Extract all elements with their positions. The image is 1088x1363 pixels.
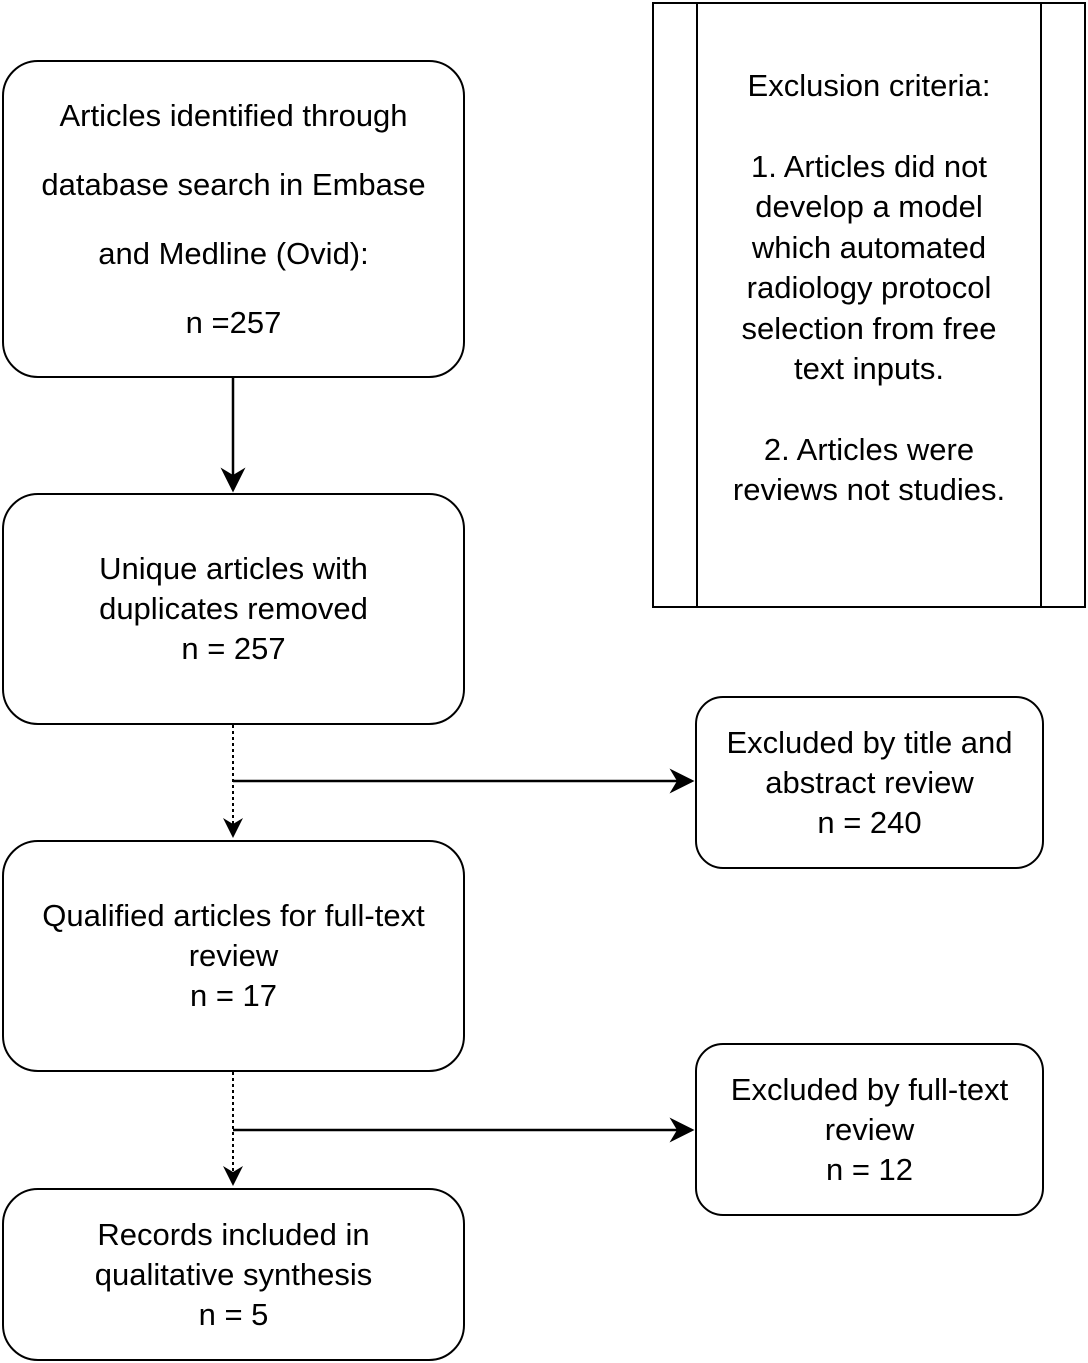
criteria-title: Exclusion criteria: [747,68,991,103]
text-line: 2. Articles were [763,431,975,467]
text-line: which automated [751,229,987,265]
box-identified: Articles identified through database sea… [2,60,465,378]
box-qualified: Qualified articles for full-text review … [2,840,465,1072]
text-line: database search in Embase [41,167,426,202]
text-line: 1. Articles did not [750,148,988,184]
text-line: Excluded by full-text [730,1071,1009,1107]
text-line: and Medline (Ovid): [98,236,369,271]
box-unique: Unique articles with duplicates removed … [2,493,465,725]
text-line: n = 240 [817,804,922,840]
text-line: review [188,938,279,973]
text-line: duplicates removed [99,591,368,626]
text-line: text inputs. [794,351,944,386]
text-line: selection from free [741,310,997,346]
text-line: develop a model [755,189,983,224]
text-line: review [824,1111,915,1147]
text-line: Articles identified through [59,98,408,133]
box-excluded-full: Excluded by full-text review n = 12 [695,1043,1044,1216]
text-line: n = 5 [198,1296,269,1332]
text-line: Qualified articles for full-text [42,898,425,933]
text-line: reviews not studies. [732,472,1006,507]
text-line: n = 17 [189,978,278,1013]
text-line: n = 257 [181,631,286,666]
text-line: qualitative synthesis [94,1256,373,1292]
text-line: abstract review [765,764,974,800]
text-line: radiology protocol [746,270,992,305]
text-line: Excluded by title and [726,724,1013,760]
box-included: Records included in qualitative synthesi… [2,1188,465,1361]
text-line: n = 12 [825,1151,914,1187]
box-excluded-title: Excluded by title and abstract review n … [695,696,1044,869]
text-line: Records included in [97,1216,370,1252]
exclusion-criteria-box: Exclusion criteria: 1. Articles did not … [652,2,1086,608]
text-line: n =257 [185,305,282,340]
text-line: Unique articles with [99,551,368,586]
